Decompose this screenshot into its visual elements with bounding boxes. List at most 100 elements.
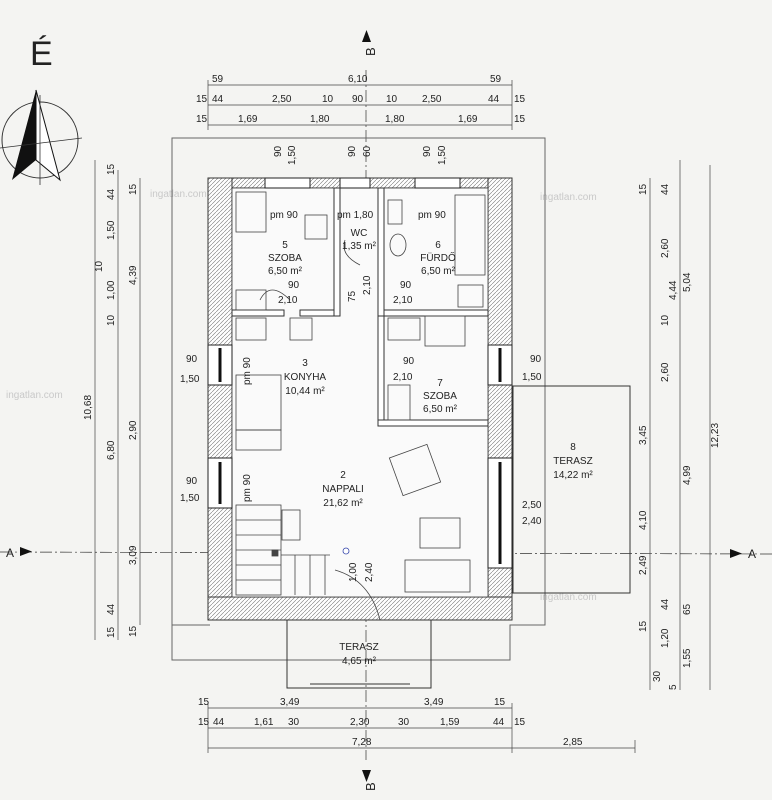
svg-text:90: 90 [530, 354, 542, 365]
windows [207, 177, 513, 569]
svg-text:15: 15 [128, 625, 139, 637]
svg-text:6,80: 6,80 [106, 440, 117, 460]
svg-text:1,80: 1,80 [385, 114, 405, 125]
svg-text:1,69: 1,69 [238, 114, 258, 125]
svg-text:15: 15 [198, 717, 210, 728]
svg-text:59: 59 [212, 74, 224, 85]
svg-text:44: 44 [488, 94, 500, 105]
svg-text:1,69: 1,69 [458, 114, 478, 125]
svg-text:5: 5 [282, 240, 288, 251]
north-arrow-icon [0, 89, 83, 185]
svg-text:pm 90: pm 90 [242, 474, 253, 502]
svg-text:15: 15 [514, 94, 526, 105]
svg-text:30: 30 [288, 717, 300, 728]
svg-text:15: 15 [128, 183, 139, 195]
left-dimensions-middle: 15 4,39 2,90 3,09 15 [128, 183, 139, 637]
svg-text:TERASZ: TERASZ [339, 642, 378, 653]
svg-text:1,20: 1,20 [660, 628, 671, 648]
svg-text:FÜRDŐ: FÜRDŐ [420, 250, 456, 264]
room-front-terrace: TERASZ 4,65 m² [339, 642, 378, 667]
svg-text:3,09: 3,09 [128, 545, 139, 565]
svg-text:KONYHA: KONYHA [284, 372, 327, 383]
svg-text:3,49: 3,49 [280, 697, 300, 708]
svg-text:WC: WC [351, 228, 368, 239]
watermark-3: ingatlan.com [6, 390, 63, 401]
svg-text:3,49: 3,49 [424, 697, 444, 708]
svg-text:2,85: 2,85 [563, 737, 583, 748]
svg-text:2,30: 2,30 [350, 717, 370, 728]
svg-text:2,10: 2,10 [278, 295, 298, 306]
top-dimension-lines [207, 80, 513, 130]
svg-text:10,44 m²: 10,44 m² [285, 386, 325, 397]
stairs [235, 504, 330, 596]
svg-text:90: 90 [186, 476, 198, 487]
svg-text:44: 44 [106, 188, 117, 200]
svg-text:2,60: 2,60 [660, 362, 671, 382]
svg-text:8: 8 [570, 442, 576, 453]
section-a-right-label: A [748, 547, 756, 561]
section-a-left-label: A [6, 546, 14, 560]
svg-text:SZOBA: SZOBA [268, 253, 302, 264]
right-dimension-lines [649, 160, 711, 690]
svg-text:1,61: 1,61 [254, 717, 274, 728]
svg-text:2,40: 2,40 [522, 516, 542, 527]
svg-text:44: 44 [493, 717, 505, 728]
svg-text:44: 44 [660, 598, 671, 610]
svg-text:14,22 m²: 14,22 m² [553, 470, 593, 481]
svg-text:2,90: 2,90 [128, 420, 139, 440]
svg-text:2,10: 2,10 [393, 295, 413, 306]
top-vertical-dimensions: 90 1,50 90 60 90 1,50 [273, 145, 448, 165]
svg-text:21,62 m²: 21,62 m² [323, 498, 363, 509]
svg-text:2: 2 [340, 470, 346, 481]
svg-text:15: 15 [106, 163, 117, 175]
svg-text:1,50: 1,50 [106, 220, 117, 240]
svg-text:15: 15 [198, 697, 210, 708]
svg-text:10: 10 [660, 314, 671, 326]
section-b-top-label: B [363, 47, 378, 56]
svg-text:pm 90: pm 90 [242, 357, 253, 385]
svg-text:90: 90 [347, 145, 358, 157]
svg-text:1,50: 1,50 [287, 145, 298, 165]
svg-text:1,50: 1,50 [522, 372, 542, 383]
svg-text:75: 75 [347, 290, 358, 302]
svg-text:2,49: 2,49 [638, 555, 649, 575]
svg-text:15: 15 [196, 94, 208, 105]
svg-text:15: 15 [638, 620, 649, 632]
svg-text:5,04: 5,04 [682, 272, 693, 292]
svg-text:2,60: 2,60 [660, 238, 671, 258]
svg-text:TERASZ: TERASZ [553, 456, 592, 467]
svg-text:44: 44 [212, 94, 224, 105]
svg-text:90: 90 [400, 280, 412, 291]
svg-text:44: 44 [660, 183, 671, 195]
svg-text:4,10: 4,10 [638, 510, 649, 530]
svg-text:2,50: 2,50 [272, 94, 292, 105]
north-letter: É [30, 35, 53, 73]
svg-text:6,10: 6,10 [348, 74, 368, 85]
svg-text:90: 90 [288, 280, 300, 291]
svg-text:90: 90 [186, 354, 198, 365]
room-3: 3 KONYHA 10,44 m² [284, 358, 327, 397]
svg-text:15: 15 [494, 697, 506, 708]
svg-text:6: 6 [435, 240, 441, 251]
svg-text:30: 30 [398, 717, 410, 728]
svg-text:4,44: 4,44 [668, 280, 679, 300]
svg-text:15: 15 [514, 114, 526, 125]
right-dimensions-outer: 12,23 [710, 423, 721, 448]
svg-text:10,68: 10,68 [83, 395, 94, 420]
window-labels: pm 90 pm 1,80 pm 90 pm 90 pm 90 [242, 210, 446, 502]
svg-text:1,50: 1,50 [437, 145, 448, 165]
svg-text:pm 90: pm 90 [270, 210, 298, 221]
bottom-dimension-lines [207, 703, 636, 753]
svg-text:1,50: 1,50 [180, 374, 200, 385]
svg-text:15: 15 [638, 183, 649, 195]
svg-text:SZOBA: SZOBA [423, 391, 457, 402]
svg-text:4,65 m²: 4,65 m² [342, 656, 377, 667]
room-2: 2 NAPPALI 21,62 m² [322, 470, 364, 509]
top-dimension-row-2: 15 44 2,50 10 90 10 2,50 44 15 [196, 94, 526, 105]
section-b-bottom-label: B [363, 782, 378, 791]
svg-text:1,00: 1,00 [106, 280, 117, 300]
svg-text:59: 59 [490, 74, 502, 85]
svg-text:pm 1,80: pm 1,80 [337, 210, 374, 221]
room-5: 5 SZOBA 6,50 m² [268, 240, 303, 277]
